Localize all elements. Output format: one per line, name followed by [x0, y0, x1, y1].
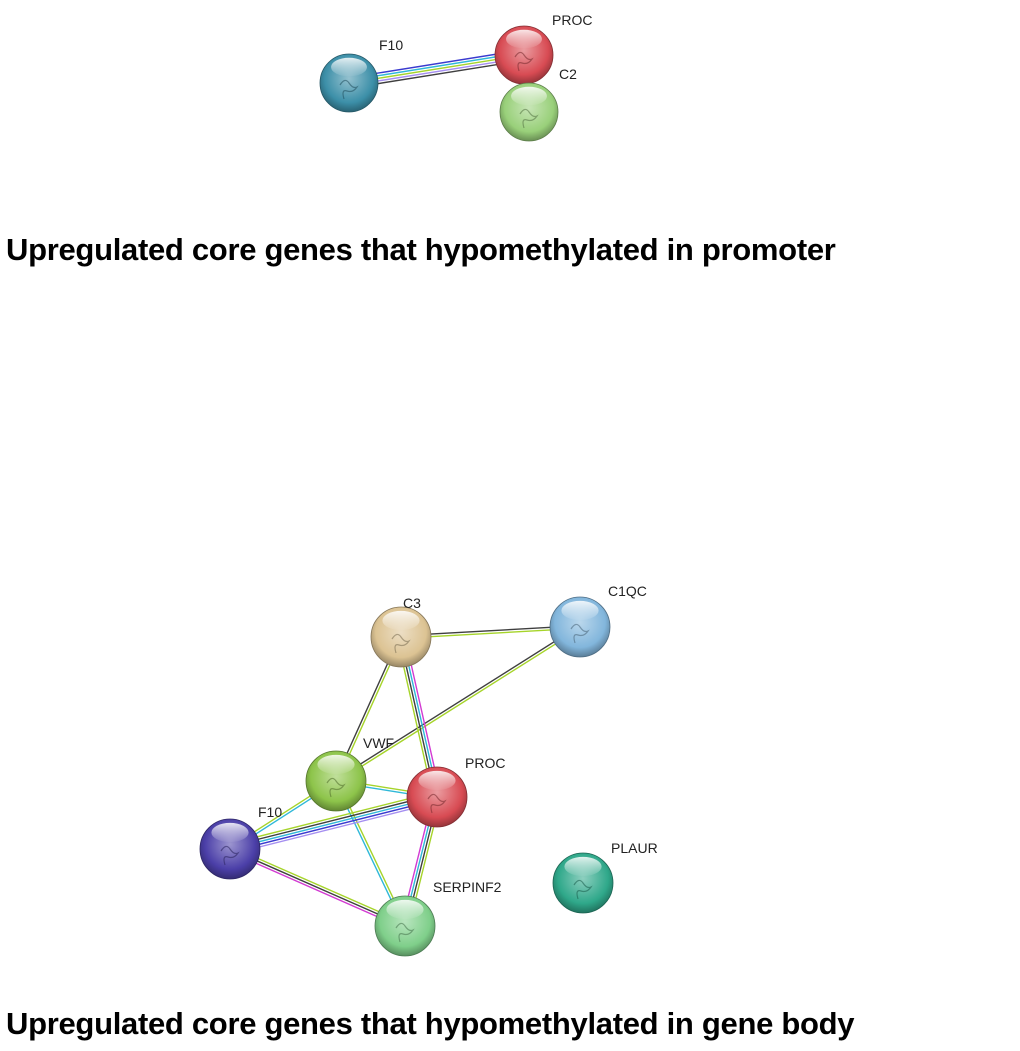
node-highlight — [561, 600, 599, 621]
node-vwf[interactable] — [305, 750, 367, 812]
node-c3[interactable] — [370, 606, 432, 668]
node-label-proc: PROC — [552, 12, 592, 28]
edge-line-dark-blue — [348, 49, 524, 79]
edge-line-lavender — [349, 56, 525, 87]
node-proc[interactable] — [494, 25, 554, 85]
node-label-serpinf2: SERPINF2 — [433, 879, 502, 895]
protein-structure-icon — [514, 51, 534, 72]
edge-line-yellow-green — [336, 627, 582, 783]
edge-line-cyan — [348, 51, 524, 82]
edge-line-dark-blue — [230, 798, 438, 853]
node-f10[interactable] — [199, 818, 261, 880]
protein-structure-icon — [326, 777, 346, 798]
node-serpinf2[interactable] — [374, 895, 436, 957]
node-highlight — [331, 57, 367, 77]
edge-line-dark-grey — [229, 848, 406, 927]
node-highlight — [317, 754, 355, 775]
node-plaur[interactable] — [552, 852, 614, 914]
node-highlight — [511, 86, 547, 106]
node-highlight — [506, 29, 542, 49]
node-label-c1qc: C1QC — [608, 583, 647, 599]
protein-structure-icon — [573, 879, 593, 900]
network-promoter: F10 PROC C2 — [319, 12, 592, 142]
node-label-c2: C2 — [559, 66, 577, 82]
edge-line-dark-grey — [334, 625, 580, 781]
protein-structure-icon — [391, 633, 411, 654]
edge-line-cyan — [229, 796, 438, 850]
edge-line-magenta — [228, 850, 405, 930]
node-c1qc[interactable] — [549, 596, 611, 658]
node-highlight — [564, 856, 602, 877]
edge-line-dark-grey — [349, 59, 525, 89]
node-c2[interactable] — [499, 82, 559, 142]
protein-structure-icon — [339, 79, 359, 100]
node-label-vwf: VWF — [363, 735, 394, 751]
edge-f10-proc — [348, 49, 525, 89]
node-label-plaur: PLAUR — [611, 840, 658, 856]
node-label-f10: F10 — [379, 37, 403, 53]
protein-structure-icon — [395, 922, 415, 943]
node-highlight — [386, 899, 424, 920]
network-title-promoter: Upregulated core genes that hypomethylat… — [6, 232, 836, 267]
edge-line-yellow-green — [230, 845, 407, 925]
edge-line-yellow-green — [228, 791, 436, 845]
node-highlight — [418, 770, 456, 791]
node-f10[interactable] — [319, 53, 379, 113]
edge-line-dark-grey — [229, 793, 437, 848]
network-title-gene-body: Upregulated core genes that hypomethylat… — [6, 1006, 855, 1041]
node-label-f10: F10 — [258, 804, 282, 820]
edge-line-lavender — [231, 801, 439, 855]
node-highlight — [382, 610, 420, 631]
protein-structure-icon — [570, 623, 590, 644]
edge-f10-serpinf2 — [228, 845, 407, 930]
protein-structure-icon — [220, 845, 240, 866]
edge-vwf-c1qc — [334, 625, 582, 783]
node-label-c3: C3 — [403, 595, 421, 611]
edge-f10-proc — [228, 791, 439, 855]
protein-structure-icon — [519, 108, 539, 129]
edge-line-yellow-green — [348, 54, 525, 84]
node-proc[interactable] — [406, 766, 468, 828]
node-label-proc: PROC — [465, 755, 505, 771]
node-highlight — [211, 822, 249, 843]
protein-structure-icon — [427, 793, 447, 814]
